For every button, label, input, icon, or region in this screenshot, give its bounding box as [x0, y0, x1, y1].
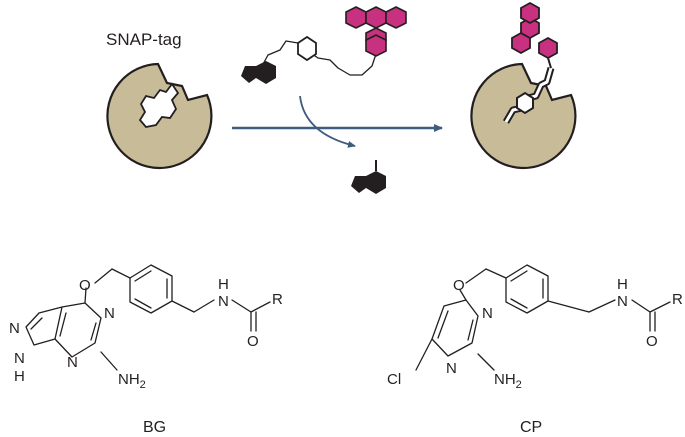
snap-tag-label: SNAP-tag	[106, 30, 182, 49]
cp-amide-h: H	[617, 276, 628, 293]
bound-linker	[502, 67, 555, 124]
cp-n3: N	[446, 360, 457, 377]
bg-fluorophore-substrate	[241, 6, 407, 84]
cp-caption: CP	[520, 419, 542, 436]
bg-n9-h: H	[14, 368, 25, 385]
cp-r-group: R	[672, 291, 683, 308]
bg-amide-h: H	[218, 276, 229, 293]
cp-carbonyl-o: O	[646, 333, 658, 350]
linker-ring	[297, 35, 317, 62]
bg-n7: N	[9, 320, 20, 337]
cp-structure: O N N Cl NH2 N H O R CP	[387, 264, 683, 436]
bg-caption: BG	[143, 419, 166, 436]
bg-amine-nh: NH2	[118, 371, 146, 391]
leaving-group-arrow	[299, 95, 356, 148]
bg-structure: O N N N N H NH2 N H O R BG	[9, 264, 283, 436]
bg-ether-o: O	[79, 277, 91, 294]
cp-amide-n: N	[617, 293, 628, 310]
binding-pocket	[138, 82, 180, 128]
cp-n1: N	[482, 305, 493, 322]
snap-tag-protein-free	[106, 62, 213, 170]
bg-n1: N	[104, 305, 115, 322]
bg-n9: N	[14, 350, 25, 367]
cp-chlorine: Cl	[387, 371, 401, 388]
cp-amine-nh: NH2	[494, 371, 522, 391]
guanine-leaving-group-attached	[241, 61, 276, 84]
snap-tag-protein-labeled	[470, 1, 577, 170]
bg-carbonyl-o: O	[247, 333, 259, 350]
fluorophore	[345, 6, 407, 57]
cp-ether-o: O	[453, 277, 465, 294]
bg-n3: N	[67, 354, 78, 371]
bg-r-group: R	[272, 291, 283, 308]
bg-amide-n: N	[218, 293, 229, 310]
reaction-scheme: SNAP-tag	[106, 1, 577, 194]
guanine-leaving-group-released	[351, 160, 386, 194]
fluorophore-attached	[511, 1, 558, 60]
